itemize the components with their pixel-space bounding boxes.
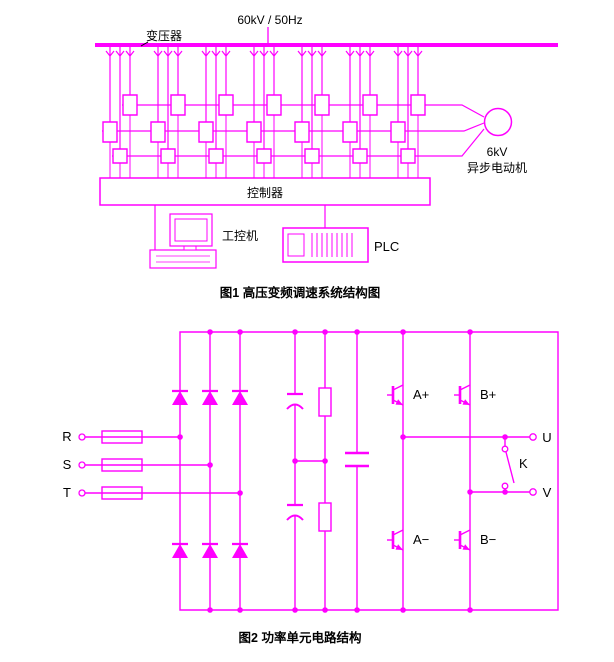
hbridge-legs: [402, 332, 471, 610]
phase-s-terminal: [78, 461, 86, 469]
bypass-switch-contact-bottom: [501, 482, 509, 490]
plc-terminal-stripes: [311, 233, 353, 257]
igbt-a-minus-label: A−: [413, 532, 429, 547]
igbt-a-plus-label: A+: [413, 387, 429, 402]
controller-connector-lines: [154, 205, 326, 250]
bypass-switch-label: K: [519, 456, 528, 471]
igbt-b-plus: [452, 383, 472, 407]
cell-control-links: [109, 115, 419, 178]
fuse-t: [101, 486, 143, 500]
balancing-resistor-top: [318, 387, 332, 417]
motor-label: 异步电动机: [467, 161, 527, 175]
phase-input-lines: [85, 436, 240, 494]
pc-monitor-stand: [183, 245, 197, 251]
industrial-pc-label: 工控机: [222, 229, 258, 243]
pc-monitor-screen: [174, 218, 208, 242]
igbt-a-minus: [385, 528, 405, 552]
figure1-system-diagram: 60kV / 50Hz 变压器 6kV 异步电动机 控制器 工控机 PLC 图1…: [95, 13, 558, 300]
figure1-caption: 图1 高压变频调速系统结构图: [220, 285, 380, 300]
balancing-resistor-bottom: [318, 502, 332, 532]
output-u-terminal: [529, 433, 537, 441]
phase-s-label: S: [63, 457, 72, 472]
fuse-r: [101, 430, 143, 444]
phase-r-label: R: [62, 429, 71, 444]
phase-t-label: T: [63, 485, 71, 500]
rectifier-legs: [209, 332, 241, 610]
output-v-terminal: [529, 488, 537, 496]
diode-cathode-bars: [172, 389, 248, 546]
bypass-switch-blade: [505, 451, 515, 484]
phase-t-terminal: [78, 489, 86, 497]
transformer-label-pointer: [140, 41, 149, 47]
bypass-switch-contact-top: [501, 445, 509, 453]
plc-module: [287, 233, 305, 257]
output-u-label: U: [542, 430, 551, 445]
fuse-s: [101, 458, 143, 472]
phase-output-lines: [102, 104, 485, 157]
motor-voltage-label: 6kV: [487, 145, 508, 159]
plc-label: PLC: [374, 239, 399, 254]
plc-icon: [282, 227, 369, 263]
phase-r-terminal: [78, 433, 86, 441]
igbt-b-plus-label: B+: [480, 387, 496, 402]
industrial-pc-icon: [149, 213, 217, 269]
figure2-caption: 图2 功率单元电路结构: [239, 630, 362, 645]
winding-arrow-chevrons: [105, 50, 423, 57]
igbt-a-plus: [385, 383, 405, 407]
junction-dots: [177, 329, 508, 613]
power-cell-row2: [102, 121, 406, 143]
power-cell-row1: [122, 94, 426, 116]
power-cell-row3: [112, 148, 416, 164]
figure2-power-unit-circuit: R S T A+ B+ A− B− U V K 图2 功率单元电路结构: [62, 329, 559, 645]
controller-box: [99, 177, 431, 206]
supply-label: 60kV / 50Hz: [237, 13, 302, 27]
igbt-b-minus-label: B−: [480, 532, 496, 547]
igbt-b-minus: [452, 528, 472, 552]
electrolytic-cap-curved-plates: [286, 403, 304, 521]
output-v-label: V: [543, 485, 552, 500]
winding-drop-lines: [109, 45, 419, 149]
controller-label: 控制器: [247, 186, 283, 200]
dc-bus-outline: [179, 331, 559, 611]
electrolytic-cap-plates: [287, 392, 303, 507]
transformer-label: 变压器: [146, 28, 182, 43]
motor-symbol: [483, 107, 513, 137]
pc-case-detail-lines: [156, 255, 210, 263]
dc-cap-plates: [345, 451, 369, 468]
pc-case: [149, 249, 217, 269]
plc-box: [282, 227, 369, 263]
